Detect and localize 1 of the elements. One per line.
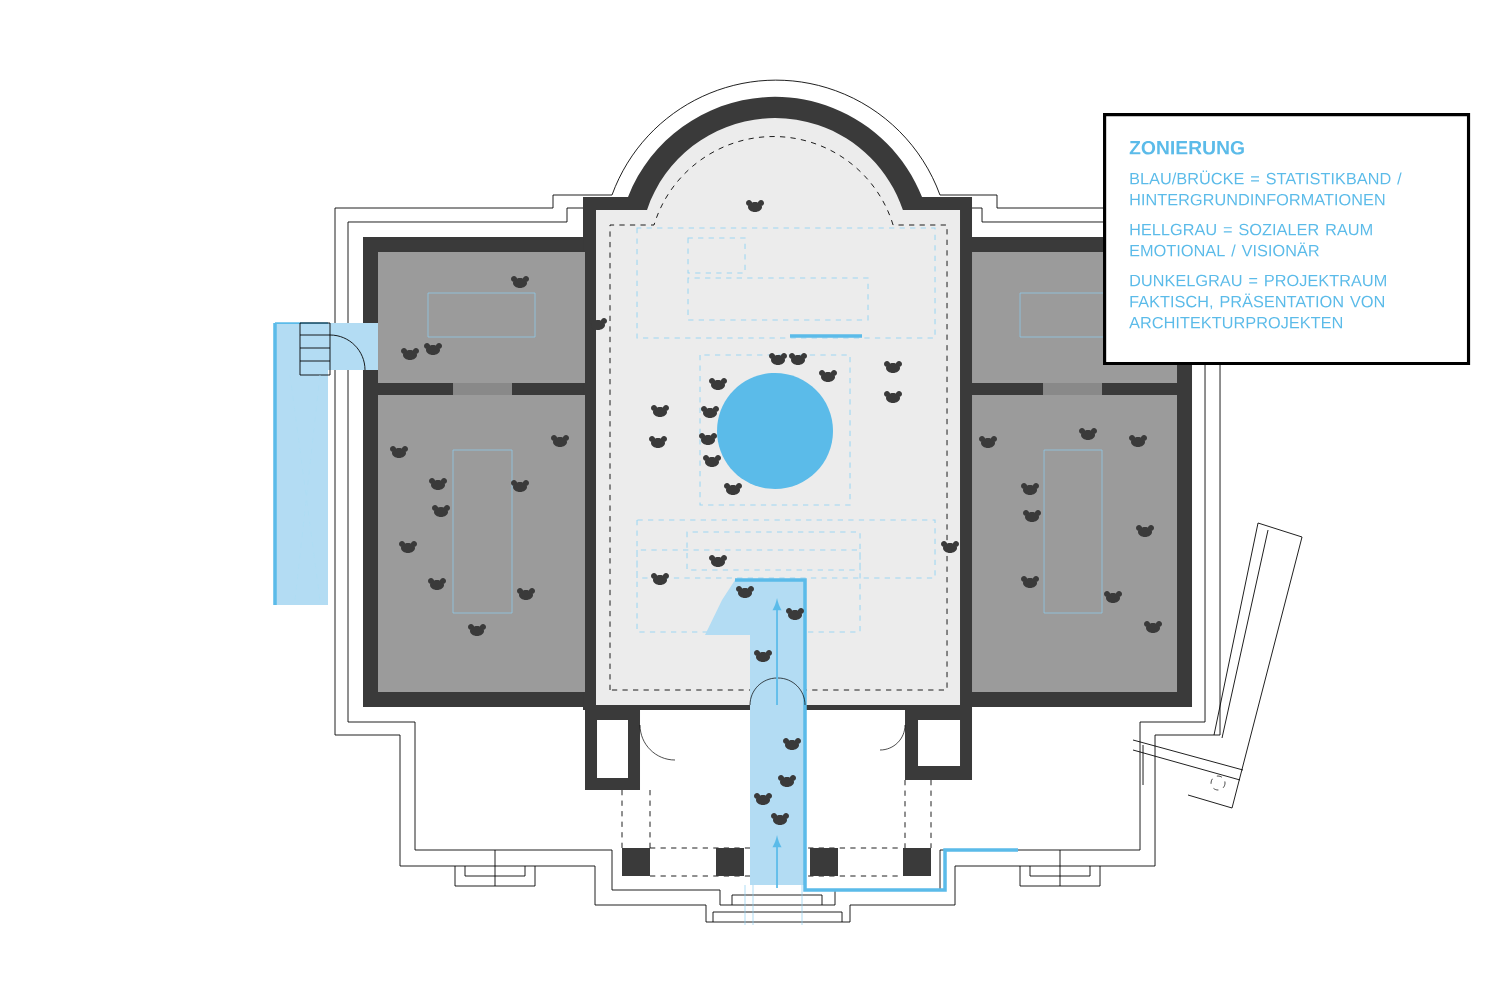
legend-box: ZONIERUNG BLAU/BRÜCKE = STATISTIKBAND / HINTERGRUNDINFORMATIONEN HELLGRAU = SOZIALER RAUM EMOTIONAL / VISIONÄR DUNKELGRAU = PROJEKTRAUM FAKTISCH, PRÄSENTATION VON ARCHITEKTURPROJEKTEN bbox=[1103, 113, 1471, 366]
